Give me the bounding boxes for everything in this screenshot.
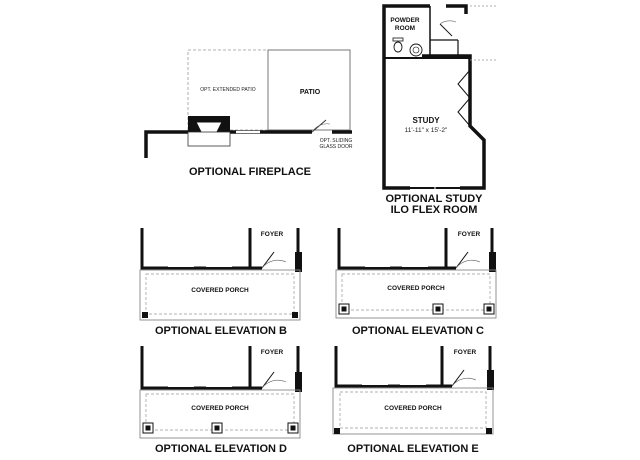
elevation-e-plan: FOYER COVERED PORCH OPTIONAL ELEVATION E (332, 346, 494, 455)
toilet-symbol (393, 41, 403, 53)
elevation-b-foyer-label: FOYER (261, 231, 284, 238)
elevation-d-porch-label: COVERED PORCH (191, 405, 249, 412)
powder-room-label-line2: ROOM (395, 25, 415, 32)
study-label: STUDY (412, 116, 440, 125)
study-plan: POWDER ROOM STUDY 11'-11" x 15'-2" OPTIO… (382, 4, 496, 216)
patio-outline (267, 49, 351, 131)
sliding-door-symbol (311, 119, 331, 133)
door-label-line2: GLASS DOOR (319, 144, 352, 150)
study-caption-line2: ILO FLEX ROOM (391, 204, 478, 216)
extended-patio-label: OPT. EXTENDED PATIO (200, 87, 255, 93)
elevation-c-porch-label: COVERED PORCH (387, 285, 445, 292)
elevation-c-plan: FOYER COVERED PORCH OPTIONAL ELEVATION C (335, 228, 497, 337)
elevation-d-foyer-label: FOYER (261, 349, 284, 356)
elevation-e-caption: OPTIONAL ELEVATION E (347, 443, 478, 455)
elevation-b-plan: FOYER COVERED PORCH OPTIONAL ELEVATION B (139, 228, 302, 337)
elevation-d-plan: FOYER COVERED PORCH OPTIONAL ELEVATION D (139, 346, 302, 455)
elevation-e-foyer-label: FOYER (454, 349, 477, 356)
study-exterior-wall (382, 4, 486, 190)
fireplace-symbol (187, 116, 231, 147)
elevation-c-caption: OPTIONAL ELEVATION C (352, 325, 484, 337)
study-caption-line1: OPTIONAL STUDY (386, 193, 484, 205)
bifold-doors-symbol (457, 69, 471, 127)
sink-symbol (409, 43, 423, 57)
elevation-b-porch-label: COVERED PORCH (191, 287, 249, 294)
exterior-wall-left (144, 130, 188, 158)
elevation-c-foyer-label: FOYER (458, 231, 481, 238)
study-dimensions: 11'-11" x 15'-2" (405, 127, 448, 134)
fireplace-plan: OPT. EXTENDED PATIO PATIO OPT. SLIDING G… (144, 49, 353, 178)
patio-label: PATIO (300, 89, 321, 96)
door-label-line1: OPT. SLIDING (320, 138, 353, 144)
elevation-e-porch-label: COVERED PORCH (384, 405, 442, 412)
fireplace-caption: OPTIONAL FIREPLACE (189, 166, 311, 178)
elevation-d-caption: OPTIONAL ELEVATION D (155, 443, 287, 455)
powder-room-label-line1: POWDER (390, 17, 420, 24)
elevation-b-caption: OPTIONAL ELEVATION B (155, 325, 287, 337)
